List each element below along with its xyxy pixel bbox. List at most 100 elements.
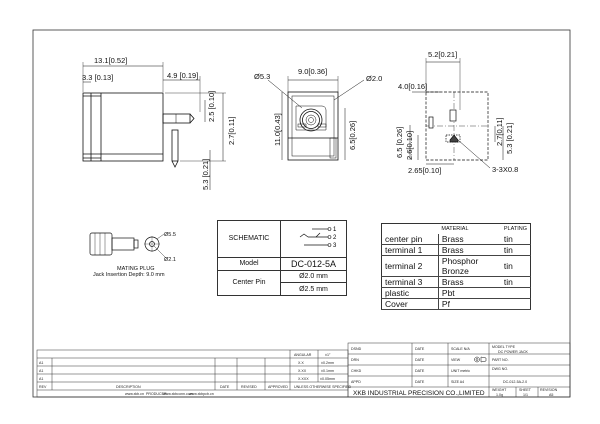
schematic-pin-2: 2: [333, 235, 337, 241]
material-plating: [500, 298, 531, 310]
dim-front-inner: 6.5[0.26]: [348, 121, 357, 150]
title-scale: SCALE N/A: [451, 347, 470, 351]
material-name: Pbt: [438, 287, 501, 299]
rev-row-3: A1: [39, 377, 43, 381]
tol-row-3-key: X.XXX: [298, 377, 309, 381]
tol-row-1-key: X.X: [298, 361, 304, 365]
footer-link-3: www.xkbpcb.cn: [189, 392, 214, 396]
material-header-material: MATERIAL: [441, 226, 469, 232]
center-pin-value-2: Ø2.5 mm: [280, 282, 347, 296]
title-dwg-no-label: DWG NO.: [492, 367, 508, 371]
title-revision: A5: [549, 393, 553, 397]
title-drn-date: DATE: [415, 358, 425, 362]
title-dsnd-date: DATE: [415, 347, 425, 351]
tol-angular-value: ±1°: [325, 353, 331, 357]
rev-col-approved: APPROVED: [268, 385, 288, 389]
plug-caption: MATING PLUG: [117, 266, 155, 272]
footer-link-1: www.xkb.cn: [125, 392, 144, 396]
title-unit: UNIT metric: [451, 369, 470, 373]
title-appd: APPD: [351, 380, 361, 384]
title-view: VIEW: [451, 358, 461, 362]
material-part: terminal 3: [381, 276, 439, 288]
dim-front-height: 11.0[0.43]: [273, 113, 282, 146]
title-appd-date: DATE: [415, 380, 425, 384]
title-model-type: DC POWER JACK: [498, 350, 529, 354]
table-row: plastic Pbt: [381, 287, 531, 299]
schematic-pin-3: 3: [333, 243, 337, 249]
table-row: terminal 2 Phosphor Bronze tin: [381, 255, 531, 277]
material-plating: tin: [500, 255, 531, 277]
material-name: Brass: [438, 276, 501, 288]
table-row: Cover Pf: [381, 298, 531, 310]
title-weight: 1.0g: [496, 393, 503, 397]
table-row: terminal 3 Brass tin: [381, 276, 531, 288]
rev-row-2: A1: [39, 369, 43, 373]
material-name: Brass: [438, 234, 501, 245]
material-plating: [500, 287, 531, 299]
material-name: Pf: [438, 298, 501, 310]
material-name: Brass: [438, 244, 501, 256]
footer-producer: PRODUCER: [146, 392, 167, 396]
rev-col-revised: REVISED: [241, 385, 257, 389]
table-row: terminal 1 Brass tin: [381, 244, 531, 256]
tol-row-3-val: ±0.05mm: [320, 377, 335, 381]
rev-col-rev: REV: [39, 385, 47, 389]
dim-side-pin: 4.9 [0.19]: [167, 71, 198, 80]
material-part: terminal 1: [381, 244, 439, 256]
material-part: plastic: [381, 287, 439, 299]
plug-d1: Ø5.5: [164, 232, 176, 238]
model-label: Model: [217, 256, 281, 271]
dim-front-width: 9.0[0.36]: [298, 67, 327, 76]
company-name: XKB INDUSTRIAL PRECISION CO.,LIMITED: [353, 390, 485, 397]
dim-side-bottom: 5.3 [0.21]: [201, 159, 210, 190]
material-part: center pin: [381, 234, 439, 245]
center-pin-value-1: Ø2.0 mm: [280, 269, 347, 284]
side-view: [82, 62, 226, 190]
materials-table: MATERIAL PLATING center pin Brass tin te…: [381, 223, 531, 310]
dim-bottom-h2: 2.6[0.10]: [405, 131, 414, 160]
dim-side-pin-height: 2.5 [0.10]: [207, 91, 216, 122]
material-name: Phosphor Bronze: [438, 255, 501, 277]
footer-link-2: www.xkbconn.com: [163, 392, 193, 396]
title-part-no: PART NO.: [492, 358, 509, 362]
dim-bottom-width: 5.2[0.21]: [428, 50, 457, 59]
material-header-part: [382, 224, 439, 235]
bottom-view: [409, 58, 504, 169]
material-part: Cover: [381, 298, 439, 310]
title-chkd-date: DATE: [415, 369, 425, 373]
tol-row-2-key: X.XX: [298, 369, 307, 373]
mating-plug-drawing: [89, 232, 167, 259]
dim-bottom-r1: 2.7[0.11]: [495, 117, 504, 146]
dim-side-height: 2.7[0.11]: [227, 116, 236, 145]
tol-row-2-val: ±0.1mm: [321, 369, 334, 373]
title-sheet: 1/1: [523, 393, 528, 397]
title-size: SIZE A4: [451, 380, 464, 384]
schematic-symbol-cell: 1 2 3: [280, 220, 347, 258]
tol-unless: UNLESS OTHERWISE SPECIFIED: [294, 385, 351, 389]
title-revision-label: REVISION: [540, 388, 558, 392]
material-plating: tin: [500, 234, 531, 245]
dim-front-pin: Ø2.0: [366, 74, 382, 83]
model-value: DC-012-5A: [280, 256, 347, 271]
title-block-grid: [36, 342, 571, 398]
dim-side-overall: 13.1[0.52]: [94, 56, 127, 65]
dim-side-left: 3.3 [0.13]: [82, 73, 113, 82]
dim-front-hole: Ø5.3: [254, 72, 270, 81]
material-plating: tin: [500, 276, 531, 288]
schematic-symbol: 1 2 3: [299, 227, 337, 249]
title-model-type-label: MODEL TYPE: [492, 345, 516, 349]
plug-insertion-depth: Jack Insertion Depth: 9.0 mm: [93, 272, 165, 278]
schematic-label: SCHEMATIC: [217, 220, 281, 258]
dim-bottom-h1: 6.5 [0.26]: [395, 127, 404, 158]
tol-row-1-val: ±0.2mm: [321, 361, 334, 365]
material-part: terminal 2: [381, 255, 439, 277]
spec-table: SCHEMATIC 1 2 3 Model DC-012-5A: [217, 220, 347, 297]
table-row: center pin Brass tin: [381, 234, 531, 245]
dim-bottom-left: 4.0[0.16]: [398, 82, 427, 91]
title-drn: DRN: [351, 358, 359, 362]
dim-slot: 3-3X0.8: [492, 165, 518, 174]
tol-angular-label: ANGULAR: [294, 353, 312, 357]
rev-col-date: DATE: [220, 385, 230, 389]
dim-bottom-r2: 5.3 [0.21]: [505, 123, 514, 154]
